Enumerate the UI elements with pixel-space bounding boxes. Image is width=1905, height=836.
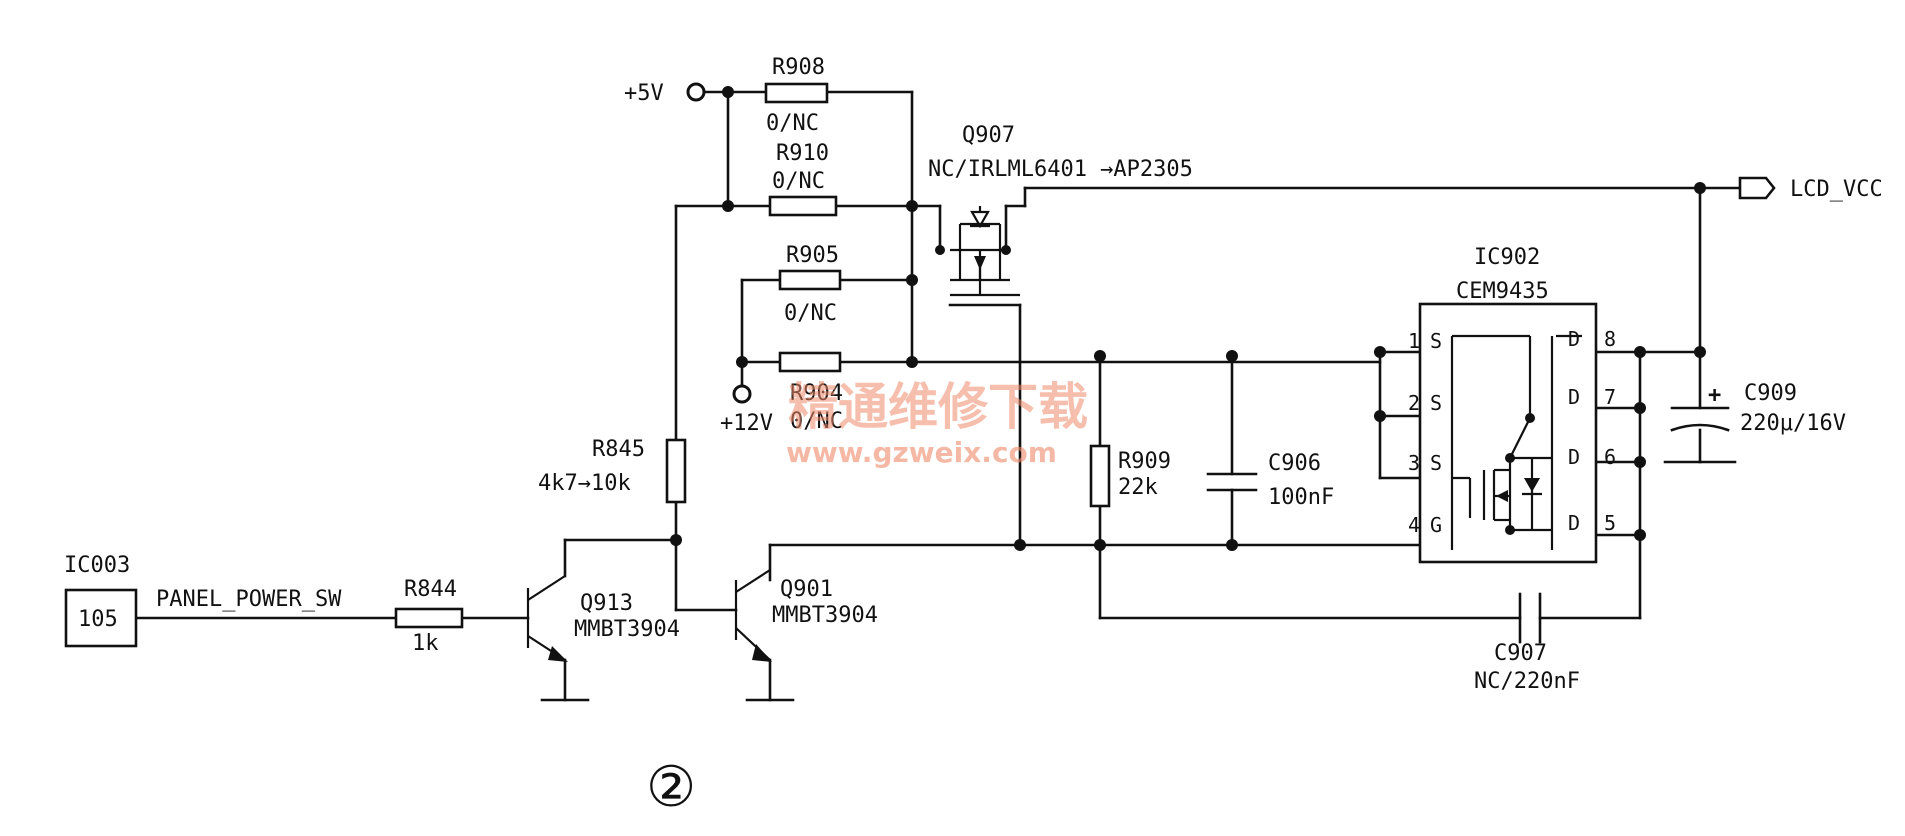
- ic902-pin5-name: D: [1568, 511, 1580, 535]
- ic902-pin3-name: S: [1430, 451, 1442, 475]
- mosfet-q907: Q907 NC/IRLML6401 →AP2305: [928, 123, 1193, 297]
- capacitor-c906: C906 100nF: [1206, 451, 1334, 510]
- ic003-ref: IC003: [64, 553, 130, 578]
- ic902: 1 S 2 S 3 S 4 G 8 D 7 D 6 D 5 D IC902 CE…: [1408, 245, 1616, 564]
- resistor-r909: R909 22k: [1089, 444, 1171, 508]
- r845-ref: R845: [592, 437, 645, 462]
- ic003-value: 105: [78, 607, 118, 632]
- r910-value: 0/NC: [772, 169, 825, 194]
- r844-value: 1k: [412, 631, 439, 656]
- ic902-pin5-num: 5: [1604, 511, 1616, 535]
- plus12v-terminal: +12V: [720, 384, 773, 436]
- resistor-r908: R908 0/NC: [764, 55, 829, 136]
- ic902-pin8-num: 8: [1604, 327, 1616, 351]
- ic902-pin4-num: 4: [1408, 513, 1420, 537]
- figure-number-mark: ②: [646, 755, 696, 820]
- plus5v-terminal: +5V: [624, 81, 706, 106]
- ic902-pin6-name: D: [1568, 445, 1580, 469]
- watermark-cn: 精通维修下载: [788, 378, 1088, 436]
- panel-power-sw-label: PANEL_POWER_SW: [156, 587, 342, 612]
- q913-ref: Q913: [580, 591, 633, 616]
- q907-value: NC/IRLML6401 →AP2305: [928, 157, 1193, 182]
- resistor-r904: R904 0/NC: [778, 351, 843, 434]
- ic902-pin6-num: 6: [1604, 445, 1616, 469]
- r845-value: 4k7→10k: [538, 471, 631, 496]
- ic902-pin8-name: D: [1568, 327, 1580, 351]
- q901-value: MMBT3904: [772, 603, 878, 628]
- r905-ref: R905: [786, 243, 839, 268]
- ic902-pin2-name: S: [1430, 391, 1442, 415]
- resistor-r905: R905 0/NC: [778, 243, 842, 326]
- resistor-r910: R910 0/NC: [768, 141, 838, 217]
- resistor-r845: R845 4k7→10k: [538, 437, 687, 504]
- ic902-pin1-num: 1: [1408, 329, 1420, 353]
- ic902-pin2-num: 2: [1408, 391, 1420, 415]
- ic902-pin4-name: G: [1430, 513, 1442, 537]
- r909-value: 22k: [1118, 475, 1158, 500]
- capacitor-c909: + C909 220μ/16V: [1670, 381, 1846, 436]
- junctions: [670, 86, 1706, 551]
- q907-ref: Q907: [962, 123, 1015, 148]
- r844-ref: R844: [404, 577, 457, 602]
- ic003: 105 IC003 PANEL_POWER_SW: [64, 553, 342, 648]
- r908-ref: R908: [772, 55, 825, 80]
- resistor-r844: R844 1k: [394, 577, 464, 656]
- r904-value: 0/NC: [790, 409, 843, 434]
- ic902-pin7-num: 7: [1604, 385, 1616, 409]
- plus12v-label: +12V: [720, 411, 773, 436]
- transistor-q913: Q913 MMBT3904: [526, 575, 680, 662]
- r909-ref: R909: [1118, 449, 1171, 474]
- r904-ref: R904: [790, 381, 843, 406]
- r910-ref: R910: [776, 141, 829, 166]
- watermark: 精通维修下载 www.gzweix.com: [786, 378, 1088, 469]
- ic902-value: CEM9435: [1456, 279, 1549, 304]
- q913-value: MMBT3904: [574, 617, 680, 642]
- c907-value: NC/220nF: [1474, 669, 1580, 694]
- c906-value: 100nF: [1268, 485, 1334, 510]
- r908-value: 0/NC: [766, 111, 819, 136]
- plus5v-label: +5V: [624, 81, 664, 106]
- lcd-vcc-connector: LCD_VCC: [1738, 176, 1883, 202]
- watermark-url: www.gzweix.com: [786, 436, 1057, 469]
- c906-ref: C906: [1268, 451, 1321, 476]
- c907-ref: C907: [1494, 641, 1547, 666]
- c909-ref: C909: [1744, 381, 1797, 406]
- ic902-pin3-num: 3: [1408, 451, 1420, 475]
- lcd-vcc-label: LCD_VCC: [1790, 177, 1883, 202]
- ic902-ref: IC902: [1474, 245, 1540, 270]
- ic902-pin7-name: D: [1568, 385, 1580, 409]
- c909-value: 220μ/16V: [1740, 411, 1846, 436]
- ic902-pin1-name: S: [1430, 329, 1442, 353]
- capacitor-c907: C907 NC/220nF: [1474, 592, 1580, 694]
- c909-plus-sign: +: [1708, 383, 1721, 408]
- q901-ref: Q901: [780, 577, 833, 602]
- transistor-q901: Q901 MMBT3904: [734, 569, 878, 662]
- r905-value: 0/NC: [784, 301, 837, 326]
